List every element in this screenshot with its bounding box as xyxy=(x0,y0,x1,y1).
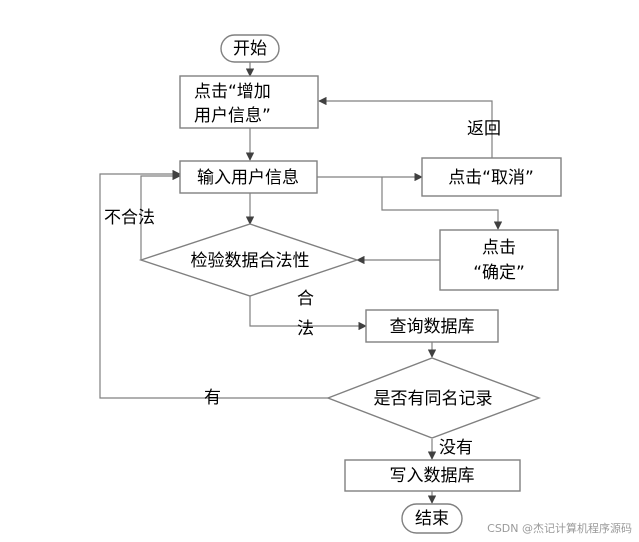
input-info-node: 输入用户信息 xyxy=(179,160,318,194)
same-name-decision: 是否有同名记录 xyxy=(326,357,541,439)
has-label: 有 xyxy=(204,388,221,408)
click-confirm-node: 点击 “确定” xyxy=(439,229,559,291)
click-add-node: 点击“增加 用户信息” xyxy=(179,75,319,129)
arrow-return-to-add xyxy=(318,96,493,158)
none-label: 没有 xyxy=(439,438,473,458)
start-node: 开始 xyxy=(220,34,280,63)
same-name-label: 是否有同名记录 xyxy=(374,389,493,409)
click-cancel-node: 点击“取消” xyxy=(421,157,562,197)
valid-label-2: 法 xyxy=(297,319,314,339)
write-db-node: 写入数据库 xyxy=(344,459,521,492)
end-label: 结束 xyxy=(415,509,449,529)
valid-label-1: 合 xyxy=(297,289,314,309)
click-add-label-2: 用户信息” xyxy=(194,106,271,126)
return-label: 返回 xyxy=(467,119,501,139)
arrow-invalid-to-input xyxy=(140,171,181,260)
validate-label: 检验数据合法性 xyxy=(191,251,310,271)
arrow-input-to-confirm xyxy=(381,177,503,230)
connectors xyxy=(99,62,503,504)
arrow-valid-to-query xyxy=(249,296,367,331)
input-info-label: 输入用户信息 xyxy=(197,168,299,188)
arrow-has-to-input xyxy=(99,169,328,399)
click-add-label-1: 点击“增加 xyxy=(194,82,271,102)
watermark: CSDN @杰记计算机程序源码 xyxy=(487,521,632,535)
click-confirm-label-2: “确定” xyxy=(473,263,525,283)
write-db-label: 写入数据库 xyxy=(390,466,475,486)
query-db-label: 查询数据库 xyxy=(390,317,475,337)
click-cancel-label: 点击“取消” xyxy=(448,168,534,188)
click-confirm-label-1: 点击 xyxy=(482,238,516,258)
invalid-label: 不合法 xyxy=(104,208,155,228)
validate-decision: 检验数据合法性 xyxy=(138,223,360,297)
query-db-node: 查询数据库 xyxy=(365,309,499,343)
end-node: 结束 xyxy=(401,503,463,534)
start-label: 开始 xyxy=(233,39,267,59)
